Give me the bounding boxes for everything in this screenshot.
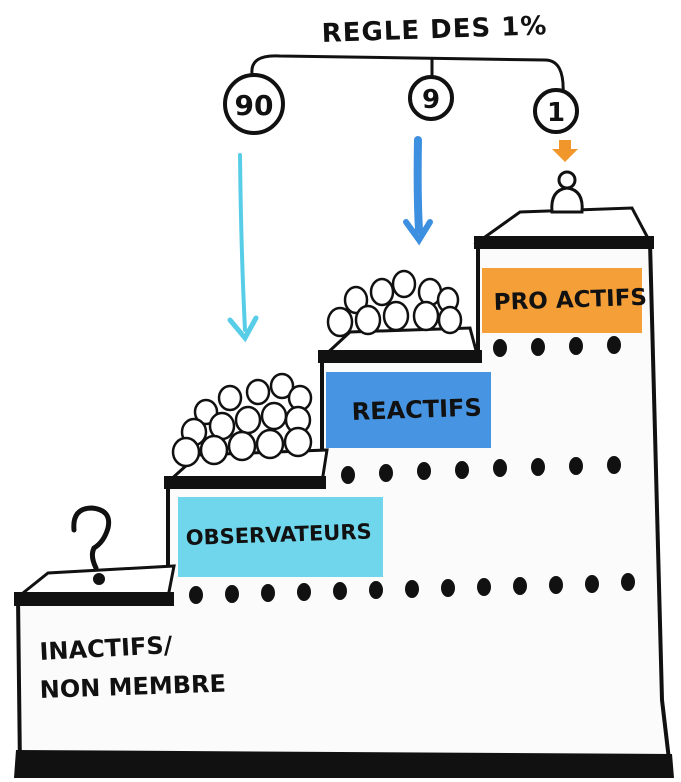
ratio-value-90: 90 [235,89,274,122]
crowd-reactifs-icon [326,269,463,338]
level-label-proactifs: PRO ACTIFS [493,285,647,316]
level-label-inactifs: INACTIFS/ [39,631,173,666]
ratio-circle-9: 9 [408,75,454,121]
dash-row-3 [493,336,621,357]
dash-row-2 [341,456,621,484]
crowd-observateurs-icon [171,372,313,468]
level-label-reactifs: REACTIFS [351,393,482,426]
arrow-proactifs-icon [552,140,578,162]
connector-bracket [250,54,565,96]
ratio-circle-90: 90 [223,73,285,135]
level-label-non-membre: NON MEMBRE [39,670,226,704]
ratio-circle-1: 1 [533,88,579,134]
highlight-proactifs [482,268,642,333]
highlight-reactifs [326,372,491,448]
ratio-value-1: 1 [547,98,565,128]
person-proactif-icon [550,170,584,214]
highlight-observateurs [178,497,383,577]
ratio-value-9: 9 [422,85,440,115]
arrow-observateurs-icon [227,153,259,343]
title-group: REGLE DES 1% [250,11,565,96]
arrow-reactifs-icon [403,136,433,246]
diagram-title: REGLE DES 1% [321,11,548,49]
question-mark-icon [71,505,112,585]
dash-row-1 [189,573,635,604]
